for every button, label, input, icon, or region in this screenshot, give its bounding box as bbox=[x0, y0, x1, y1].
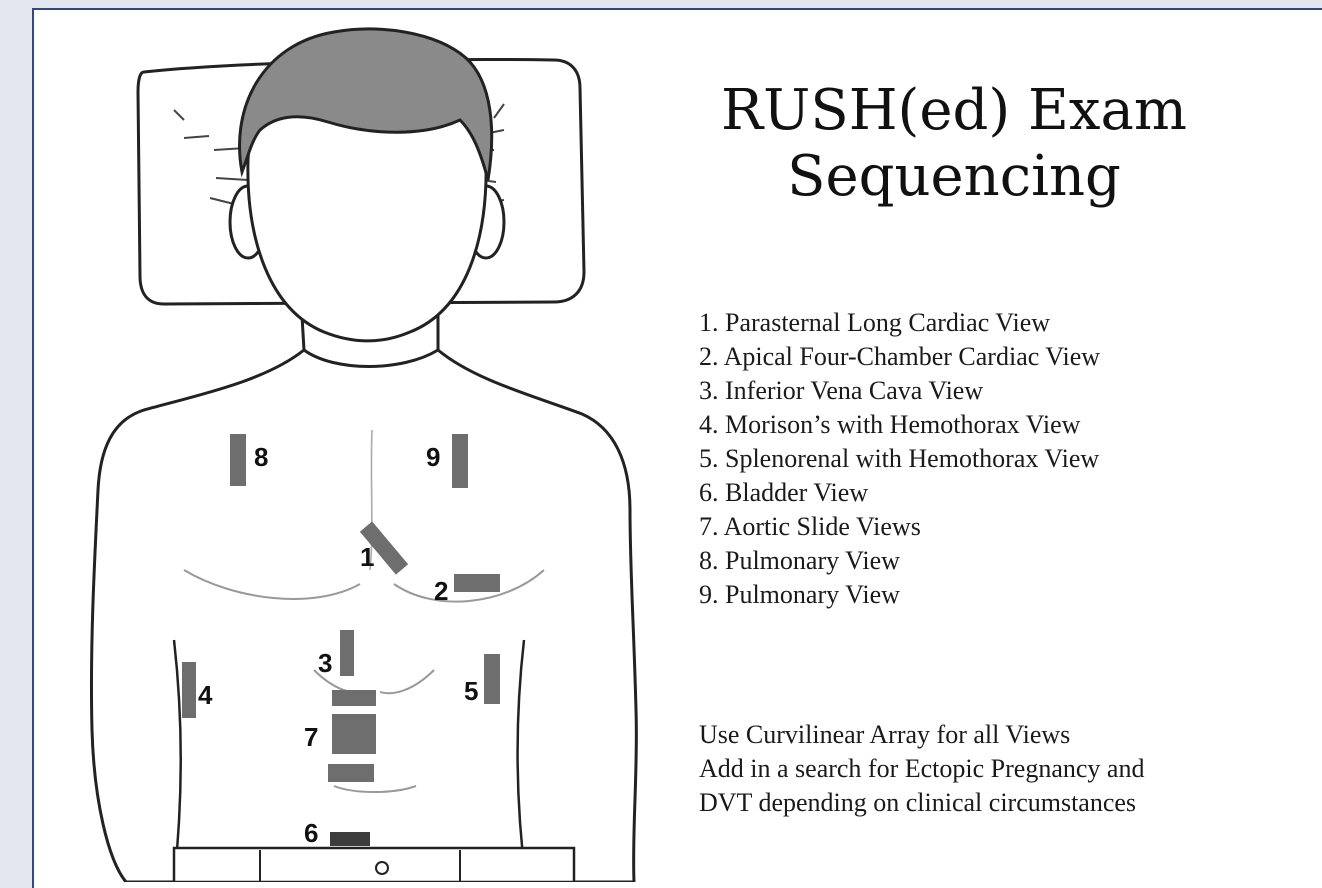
marker-label-9: 9 bbox=[426, 442, 440, 472]
probe-position-7-upper bbox=[332, 690, 376, 706]
marker-label-2: 2 bbox=[434, 576, 448, 606]
sequence-item-3: 3. Inferior Vena Cava View bbox=[699, 374, 1100, 408]
sequence-item-5: 5. Splenorenal with Hemothorax View bbox=[699, 442, 1100, 476]
marker-label-4: 4 bbox=[198, 680, 213, 710]
probe-position-8 bbox=[230, 434, 246, 486]
probe-position-3 bbox=[340, 630, 354, 676]
probe-position-2 bbox=[454, 574, 500, 592]
probe-position-9 bbox=[452, 434, 468, 488]
probe-position-7-middle bbox=[332, 714, 376, 754]
probe-position-6 bbox=[330, 832, 370, 846]
sequence-item-1: 1. Parasternal Long Cardiac View bbox=[699, 306, 1100, 340]
probe-position-7-lower bbox=[328, 764, 374, 782]
note-line-2: Add in a search for Ectopic Pregnancy an… bbox=[699, 752, 1144, 786]
marker-label-6: 6 bbox=[304, 818, 318, 848]
sequence-item-9: 9. Pulmonary View bbox=[699, 578, 1100, 612]
title-line-2: Sequencing bbox=[674, 144, 1234, 210]
marker-label-3: 3 bbox=[318, 648, 332, 678]
probe-position-4 bbox=[182, 662, 196, 718]
title-line-1: RUSH(ed) Exam bbox=[674, 78, 1234, 144]
sequence-item-7: 7. Aortic Slide Views bbox=[699, 510, 1100, 544]
marker-label-7: 7 bbox=[304, 722, 318, 752]
marker-label-1: 1 bbox=[360, 542, 374, 572]
sequence-item-2: 2. Apical Four-Chamber Cardiac View bbox=[699, 340, 1100, 374]
probe-markers: 8 9 1 2 3 4 5 7 6 bbox=[34, 10, 674, 882]
diagram-title: RUSH(ed) Exam Sequencing bbox=[674, 78, 1234, 210]
content-frame: 8 9 1 2 3 4 5 7 6 RUSH(ed) Exam Sequenci… bbox=[32, 8, 1322, 888]
marker-label-5: 5 bbox=[464, 676, 478, 706]
sequence-item-6: 6. Bladder View bbox=[699, 476, 1100, 510]
sequence-list: 1. Parasternal Long Cardiac View 2. Apic… bbox=[699, 306, 1100, 612]
probe-position-5 bbox=[484, 654, 500, 704]
marker-label-8: 8 bbox=[254, 442, 268, 472]
sequence-item-4: 4. Morison’s with Hemothorax View bbox=[699, 408, 1100, 442]
sequence-item-8: 8. Pulmonary View bbox=[699, 544, 1100, 578]
notes-block: Use Curvilinear Array for all Views Add … bbox=[699, 718, 1144, 820]
note-line-1: Use Curvilinear Array for all Views bbox=[699, 718, 1144, 752]
note-line-3: DVT depending on clinical circumstances bbox=[699, 786, 1144, 820]
